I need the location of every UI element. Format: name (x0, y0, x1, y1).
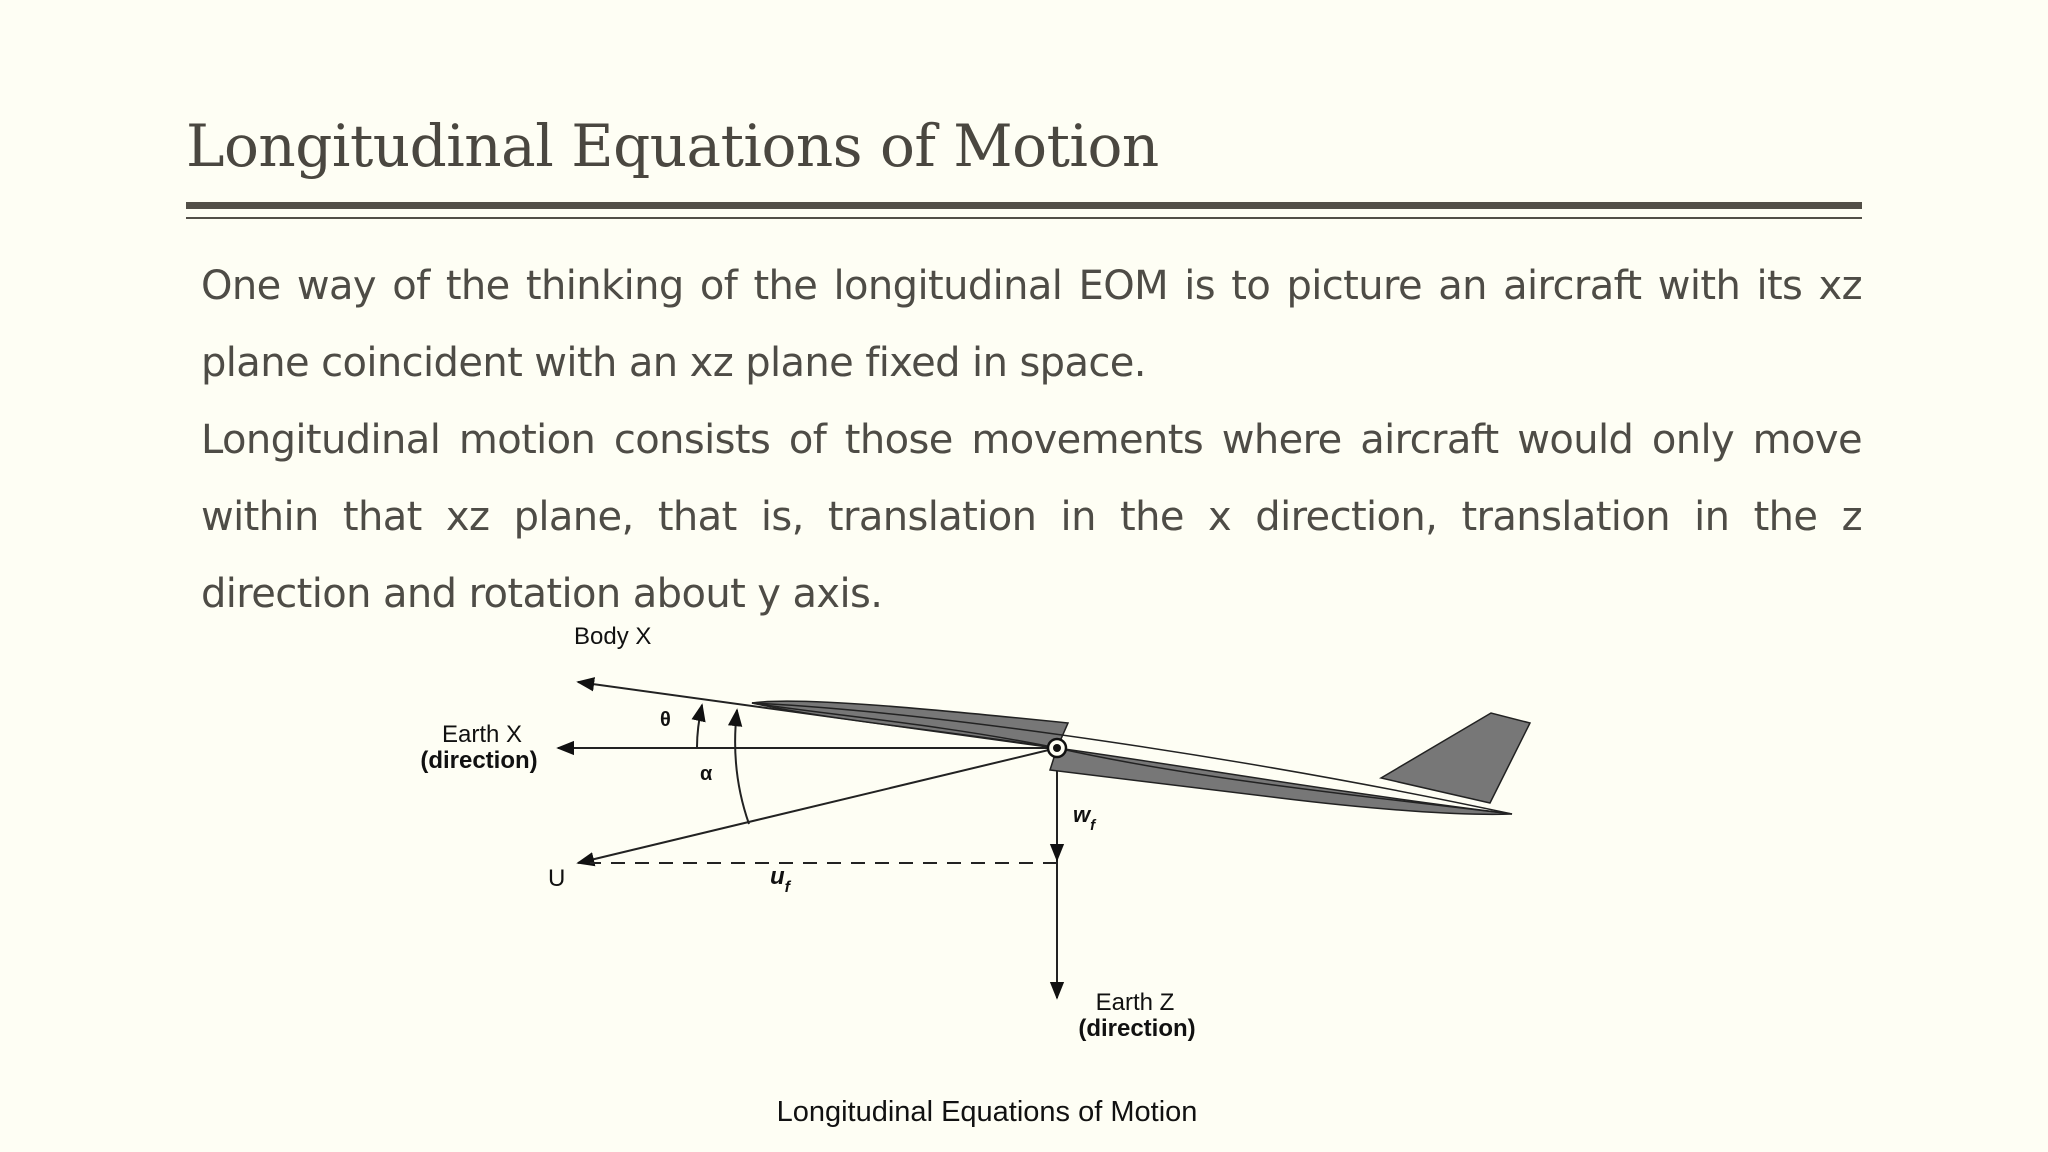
label-w-f: wf (1073, 802, 1097, 834)
paragraph-2: Longitudinal motion consists of those mo… (201, 417, 1863, 617)
label-earth-x-line1: Earth X (442, 721, 522, 748)
label-body-x: Body X (574, 623, 651, 650)
theta-arc (691, 703, 706, 748)
alpha-arc (727, 708, 750, 825)
aircraft-tail-fin (1378, 712, 1532, 804)
aircraft-outline (751, 702, 1513, 815)
label-u-f: uf (770, 863, 792, 896)
figure-caption: Longitudinal Equations of Motion (777, 1096, 1198, 1128)
aircraft-lower-surface (1049, 747, 1513, 816)
slide-title: Longitudinal Equations of Motion (186, 112, 1159, 180)
label-theta: θ (660, 709, 671, 731)
label-alpha: α (700, 763, 713, 785)
eom-diagram: Body X Earth X (direction) θ α U uf wf E… (380, 620, 1560, 1140)
label-earth-x-line2: (direction) (420, 747, 537, 774)
body-text: One way of the thinking of the longitudi… (201, 248, 1863, 633)
velocity-vector (576, 747, 1058, 867)
title-rule-thick (186, 202, 1862, 209)
label-earth-z-line2: (direction) (1078, 1015, 1195, 1042)
label-velocity-u: U (548, 865, 565, 892)
paragraph-1: One way of the thinking of the longitudi… (201, 263, 1863, 386)
title-rule-thin (186, 217, 1862, 219)
label-earth-z-line1: Earth Z (1096, 989, 1175, 1016)
